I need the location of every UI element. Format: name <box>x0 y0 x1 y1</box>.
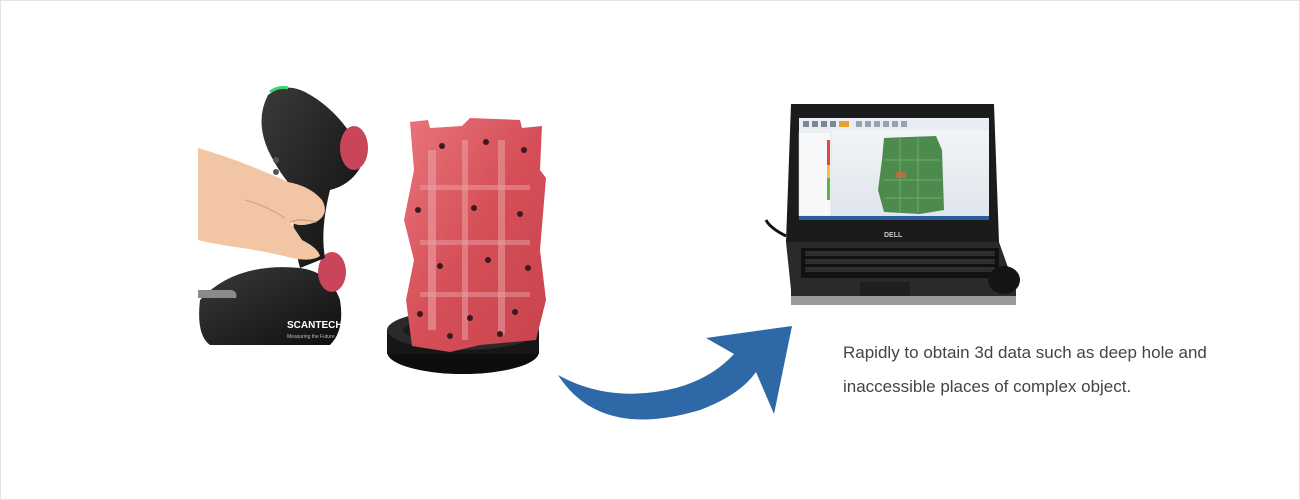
feature-caption: Rapidly to obtain 3d data such as deep h… <box>843 336 1273 404</box>
scanner-brand-tagline: Measuring the Future <box>287 334 335 340</box>
scanner-brand-logo: SCANTECH <box>287 320 343 331</box>
caption-line-2: inaccessible places of complex object. <box>843 377 1132 396</box>
curved-arrow-icon <box>558 326 792 420</box>
handheld-3d-scanner-icon <box>198 86 368 345</box>
laptop-brand-logo: DELL <box>884 232 903 239</box>
laptop-icon <box>764 104 1020 305</box>
caption-line-1: Rapidly to obtain 3d data such as deep h… <box>843 343 1207 362</box>
engine-block-image <box>387 118 546 374</box>
